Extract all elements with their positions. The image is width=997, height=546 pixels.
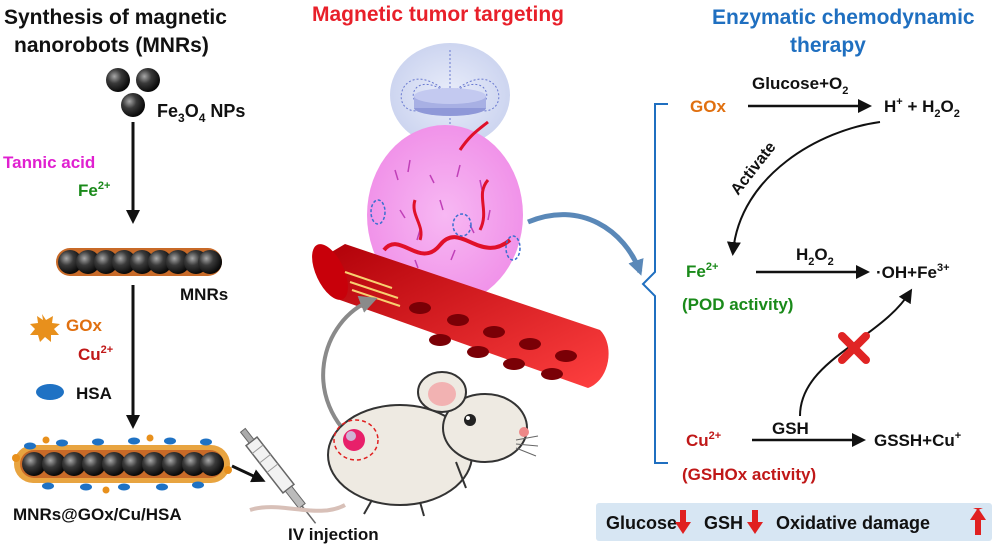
gshox-activity-label: (GSHOx activity) (682, 465, 816, 484)
product-label: MNRs@GOx/Cu/HSA (13, 505, 182, 524)
summary-gsh-label: GSH (704, 513, 743, 533)
therapy-fe2-label: Fe2+ (686, 261, 718, 281)
activate-arrow (726, 121, 881, 256)
therapy-panel: Enzymatic chemodynamic therapy GOx Gluco… (596, 6, 992, 541)
therapy-cu2-label: Cu2+ (686, 430, 721, 450)
summary-oxidative-label: Oxidative damage (776, 513, 930, 533)
synthesis-title-line1: Synthesis of magnetic (4, 6, 227, 29)
glucose-o2-label: Glucose+O2 (752, 74, 848, 97)
tannic-acid-label: Tannic acid (3, 153, 95, 172)
synthesis-title-line2: nanorobots (MNRs) (14, 34, 209, 57)
gox-star-icon (30, 314, 60, 342)
mouse-illustration (249, 371, 539, 517)
targeting-panel: Magnetic tumor targeting (239, 3, 644, 544)
therapy-title-line2: therapy (790, 34, 866, 57)
product-to-syringe-arrow (231, 464, 266, 483)
syringe-icon (239, 427, 317, 524)
gox-label: GOx (66, 316, 102, 335)
pod-activity-label: (POD activity) (682, 295, 793, 314)
summary-glucose-label: Glucose (606, 513, 677, 533)
activate-label: Activate (728, 139, 780, 199)
h2o2-label: H2O2 (796, 245, 834, 268)
h-h2o2-label: H+ + H2O2 (884, 96, 960, 120)
oh-fe3-label: ·OH+Fe3+ (876, 262, 950, 282)
blocked-cross-icon (838, 332, 870, 364)
gssh-cu-label: GSSH+Cu+ (874, 430, 961, 450)
fe3o4-label: Fe3O4 NPs (157, 101, 245, 125)
glucose-down-arrow-icon (675, 510, 691, 534)
mnrs-label: MNRs (180, 285, 228, 304)
fe3o4-nanoparticles (106, 68, 160, 117)
gsh-label: GSH (772, 419, 809, 438)
therapy-title-line1: Enzymatic chemodynamic (712, 6, 975, 29)
gsh-to-oh-arrow (799, 288, 913, 417)
tumor-to-therapy-arrow (527, 212, 644, 276)
fe2-label: Fe2+ (78, 180, 110, 200)
iv-injection-label: IV injection (288, 525, 379, 544)
mnrs-chain (56, 248, 222, 276)
blood-vessel (312, 244, 609, 388)
therapy-bracket (641, 103, 668, 464)
gsh-down-arrow-icon (747, 510, 763, 534)
therapy-gox-label: GOx (690, 97, 726, 116)
targeting-title: Magnetic tumor targeting (312, 3, 564, 26)
synthesis-panel: Synthesis of magnetic nanorobots (MNRs) … (3, 6, 266, 524)
hsa-label: HSA (76, 384, 112, 403)
summary-box (596, 503, 992, 541)
hsa-ellipse-icon (36, 384, 64, 400)
oxidative-up-arrow-icon (970, 508, 986, 535)
magnet-disc-icon (414, 88, 486, 116)
product-nanorobot (12, 434, 232, 494)
cu2-label: Cu2+ (78, 344, 113, 364)
tumor (367, 120, 523, 305)
